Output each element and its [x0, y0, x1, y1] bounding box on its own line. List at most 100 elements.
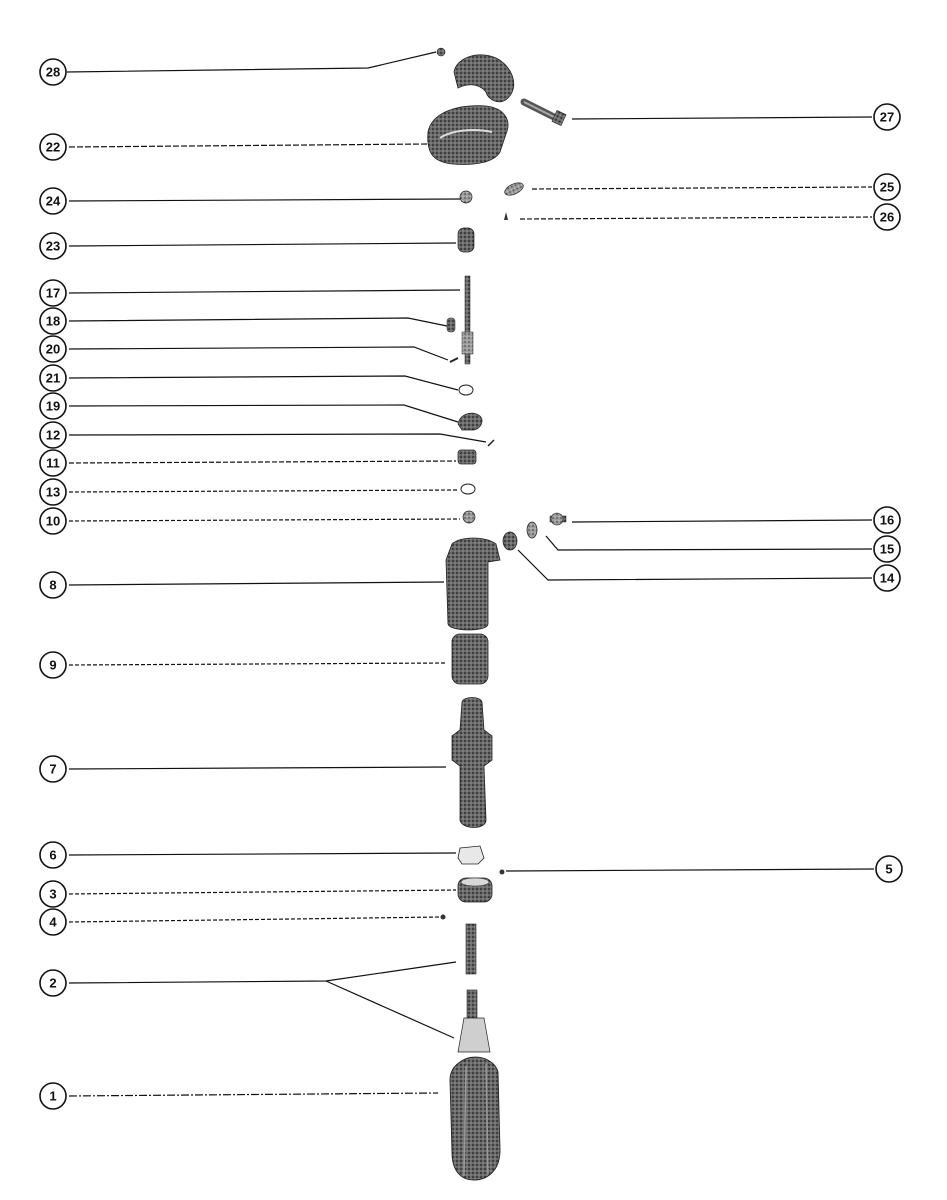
callout-20: 20 — [39, 335, 67, 363]
leader-19 — [68, 404, 459, 423]
leader-23 — [68, 242, 457, 247]
callout-number: 22 — [46, 140, 60, 155]
callout-10: 10 — [39, 507, 67, 535]
callout-circle — [39, 1082, 67, 1110]
callout-number: 26 — [880, 210, 894, 225]
part-17-rod — [464, 275, 471, 365]
callout-number: 25 — [880, 180, 894, 195]
callout-number: 28 — [46, 65, 60, 80]
callout-circle — [873, 564, 901, 592]
leader-2-branch — [325, 980, 455, 1039]
callout-number: 16 — [880, 513, 894, 528]
callout-16: 16 — [873, 506, 901, 534]
callout-number: 2 — [49, 976, 56, 991]
callout-18: 18 — [39, 307, 67, 335]
leader-14 — [517, 549, 873, 581]
callout-circle — [873, 103, 901, 131]
callout-circle — [39, 908, 67, 936]
callout-circle — [39, 841, 67, 869]
callout-number: 9 — [49, 658, 56, 673]
part-4-ball — [440, 914, 446, 920]
part-21-ring — [458, 384, 474, 396]
callout-circle — [873, 173, 901, 201]
callout-13: 13 — [39, 478, 67, 506]
part-1-grip — [449, 1056, 501, 1181]
leader-6 — [68, 852, 457, 856]
callout-circle — [873, 535, 901, 563]
leader-13 — [68, 489, 459, 493]
callout-6: 6 — [39, 841, 67, 869]
part-2-shaft-lower — [466, 989, 478, 1019]
part-22-housing-bowl — [427, 105, 509, 165]
callout-number: 11 — [46, 456, 60, 471]
part-5-pin — [499, 869, 505, 875]
part-28-nut — [436, 47, 446, 57]
part-27-bolt — [520, 98, 567, 126]
part-9-sleeve — [451, 633, 489, 685]
callout-22: 22 — [39, 133, 67, 161]
callout-circle — [873, 506, 901, 534]
callout-19: 19 — [39, 392, 67, 420]
part-20-pin — [449, 357, 459, 363]
leader-11 — [68, 460, 457, 464]
callout-circle — [39, 232, 67, 260]
leader-16 — [571, 519, 873, 523]
leader-25 — [531, 186, 873, 190]
callout-number: 13 — [46, 485, 60, 500]
leader-17 — [68, 289, 461, 294]
leader-24 — [68, 198, 461, 202]
leader-3 — [68, 889, 457, 895]
callout-17: 17 — [39, 279, 67, 307]
callout-number: 20 — [46, 342, 60, 357]
callout-number: 5 — [885, 862, 892, 877]
callout-number: 3 — [49, 887, 56, 902]
leader-21 — [68, 375, 459, 391]
part-14-bushing — [502, 531, 518, 551]
leader-8 — [68, 581, 445, 586]
leader-10 — [68, 518, 461, 522]
callout-12: 12 — [39, 421, 67, 449]
callout-circle — [39, 392, 67, 420]
leader-20 — [68, 346, 449, 361]
part-1-grip-groove — [463, 1065, 467, 1177]
callout-number: 27 — [880, 110, 894, 125]
callout-circle — [39, 335, 67, 363]
callout-2: 2 — [39, 969, 67, 997]
part-19-cam — [457, 412, 483, 431]
part-13-ring — [460, 483, 476, 495]
callout-23: 23 — [39, 232, 67, 260]
part-3-collar-top — [460, 877, 490, 887]
callout-circle — [39, 880, 67, 908]
callout-number: 8 — [49, 578, 56, 593]
callout-number: 19 — [46, 399, 60, 414]
callout-circle — [39, 364, 67, 392]
leader-4 — [68, 916, 441, 923]
part-16-screw — [549, 512, 567, 526]
part-24-nut — [459, 190, 473, 204]
callout-circle — [39, 58, 67, 86]
part-17-rod-end — [461, 331, 474, 355]
callout-circle — [39, 755, 67, 783]
part-1-grip-groove-2 — [485, 1063, 489, 1175]
part-10-washer — [462, 510, 476, 524]
callout-number: 7 — [49, 762, 56, 777]
callout-11: 11 — [39, 449, 67, 477]
callout-15: 15 — [873, 535, 901, 563]
callout-number: 24 — [46, 194, 61, 209]
leader-28 — [66, 51, 437, 73]
callout-circle — [873, 203, 901, 231]
part-12-pin — [487, 439, 495, 447]
callout-4: 4 — [39, 908, 67, 936]
callout-number: 17 — [46, 286, 60, 301]
part-2-ferrule — [457, 1017, 491, 1053]
part-18-spring — [446, 317, 456, 333]
callout-28: 28 — [39, 58, 67, 86]
callout-number: 18 — [46, 314, 60, 329]
callouts: 2822242317182021191211131089763421272526… — [39, 58, 903, 1110]
leader-27 — [571, 116, 873, 120]
part-7-shaft — [451, 697, 493, 828]
callout-25: 25 — [873, 173, 901, 201]
callout-14: 14 — [873, 564, 901, 592]
